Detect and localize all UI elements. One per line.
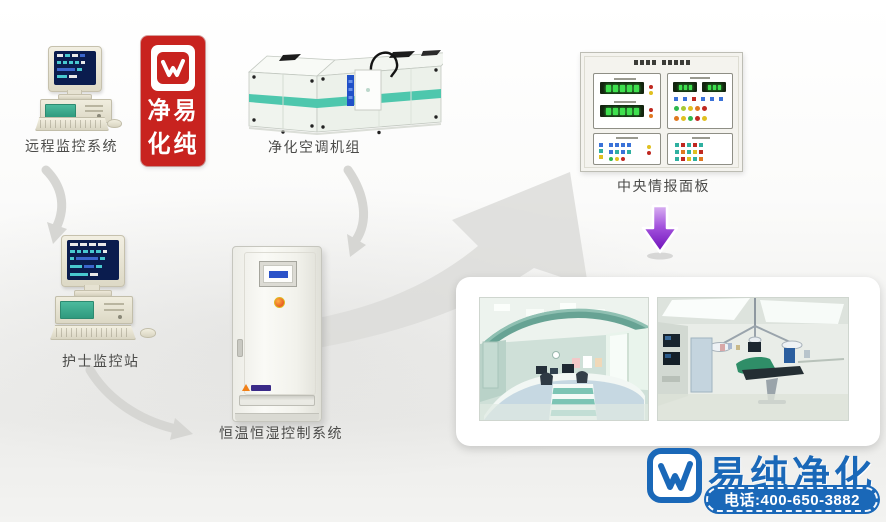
indicator-lights bbox=[673, 105, 708, 112]
label-ahu: 净化空调机组 bbox=[268, 139, 361, 155]
seal-characters: 净 易 化 纯 bbox=[146, 95, 200, 162]
power-button bbox=[97, 114, 101, 118]
led-display bbox=[702, 82, 726, 92]
label-central-panel: 中央情报面板 bbox=[617, 178, 710, 194]
hvac-control-cabinet bbox=[232, 246, 322, 422]
screen-graphics bbox=[70, 243, 106, 246]
mouse bbox=[140, 328, 156, 338]
arrow-ahu-down bbox=[343, 165, 369, 257]
seal-logo-square bbox=[157, 52, 189, 84]
label-nurse-station: 护士监控站 bbox=[62, 353, 140, 369]
button-labels bbox=[673, 96, 724, 102]
indicator-lights bbox=[608, 149, 632, 155]
screen-graphics bbox=[57, 75, 77, 78]
led-display bbox=[600, 105, 644, 117]
w-logo-icon bbox=[161, 59, 185, 77]
seal-char: 易 bbox=[173, 97, 197, 124]
screen-graphics bbox=[57, 68, 82, 71]
indicator-lights bbox=[598, 142, 604, 160]
indicator-lights bbox=[646, 144, 652, 156]
drive-slot bbox=[104, 309, 124, 311]
drive-slot bbox=[84, 110, 103, 112]
mouse bbox=[107, 119, 122, 128]
cabinet-handle bbox=[237, 339, 243, 357]
screen-graphics bbox=[70, 257, 105, 260]
indicator-lights bbox=[608, 156, 626, 162]
indicator-lights bbox=[674, 156, 704, 162]
led-display bbox=[673, 82, 697, 92]
panel-section-switches bbox=[593, 133, 661, 165]
screen-graphics bbox=[57, 61, 85, 64]
panel-frame bbox=[584, 56, 739, 168]
drive-slot bbox=[104, 303, 124, 305]
monitor-screen bbox=[67, 240, 119, 280]
indicator-lights bbox=[674, 149, 704, 155]
cabinet-brand-logo bbox=[242, 384, 271, 391]
arrow-swoosh-to-panel bbox=[292, 172, 588, 352]
photo-operating-room bbox=[657, 297, 849, 421]
cabinet-power-button bbox=[274, 297, 285, 308]
screen-graphics bbox=[70, 265, 102, 268]
case-panel bbox=[60, 301, 94, 319]
label-remote-monitoring: 远程监控系统 bbox=[25, 138, 118, 154]
led-display bbox=[600, 82, 644, 94]
cabinet-door bbox=[244, 252, 316, 395]
screen-graphics bbox=[70, 273, 98, 276]
case-panel bbox=[45, 104, 77, 118]
central-control-panel bbox=[580, 52, 743, 172]
seal-char: 化 bbox=[147, 131, 171, 158]
seal-char: 净 bbox=[147, 97, 171, 124]
arrow-remote-to-nurse bbox=[41, 165, 67, 244]
power-button bbox=[118, 315, 122, 319]
indicator-light bbox=[649, 114, 653, 118]
screen-graphics bbox=[70, 250, 107, 253]
indicator-lights bbox=[608, 142, 632, 148]
keyboard bbox=[50, 325, 136, 340]
indicator-lights bbox=[674, 142, 704, 148]
indicator-lights bbox=[673, 115, 708, 122]
panel-section-displays bbox=[593, 73, 661, 129]
phone-number: 电话:400-650-3882 bbox=[724, 492, 860, 509]
panel-section-controls bbox=[667, 73, 733, 129]
crt-monitor bbox=[61, 235, 125, 287]
indicator-light bbox=[649, 108, 653, 112]
cabinet-vent bbox=[239, 395, 315, 406]
arrow-nurse-to-cabinet bbox=[85, 365, 193, 440]
purple-down-arrow-icon bbox=[641, 204, 679, 260]
cabinet-lcd bbox=[263, 265, 293, 283]
photo-nurse-station bbox=[479, 297, 649, 421]
monitor-screen bbox=[54, 51, 96, 85]
phone-badge: 电话:400-650-3882 bbox=[706, 487, 878, 512]
power-cable bbox=[369, 51, 399, 78]
seal-char: 纯 bbox=[173, 131, 197, 158]
desktop-case bbox=[55, 296, 133, 324]
panel-title-text bbox=[581, 60, 742, 65]
label-hvac-cabinet: 恒温恒湿控制系统 bbox=[219, 425, 343, 441]
indicator-light bbox=[649, 85, 653, 89]
cabinet-display bbox=[259, 261, 297, 287]
company-seal: 净 易 化 纯 bbox=[141, 36, 205, 166]
screen-graphics bbox=[57, 54, 85, 57]
cabinet-base bbox=[235, 413, 319, 421]
ahu-unit bbox=[248, 50, 443, 136]
brand-logo-icon bbox=[647, 448, 702, 503]
cleanroom-photos-card bbox=[456, 277, 880, 446]
keyboard bbox=[35, 117, 109, 131]
seal-logo-badge bbox=[151, 45, 195, 91]
panel-section-indicators bbox=[667, 133, 733, 165]
drive-slot bbox=[84, 105, 103, 107]
crt-monitor bbox=[48, 46, 102, 92]
indicator-light bbox=[649, 91, 653, 95]
